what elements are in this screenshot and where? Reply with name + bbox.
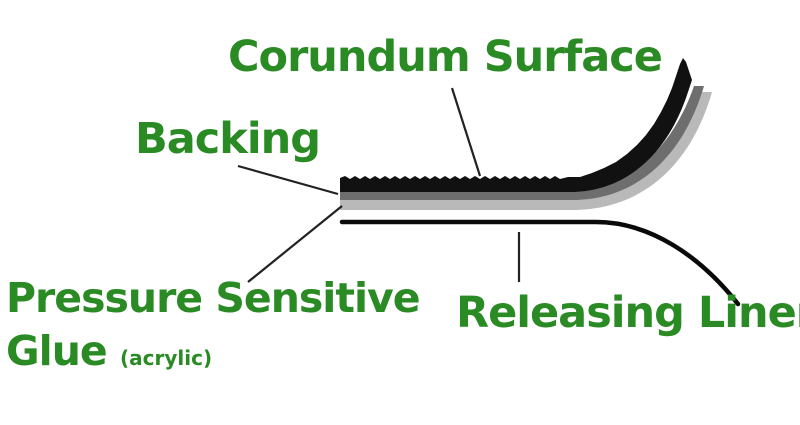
corundum-surface-layer — [340, 58, 692, 192]
backing-leader-line — [237, 164, 339, 196]
corundum-surface-label: Corundum Surface — [228, 32, 663, 82]
pressure-sensitive-label: Pressure Sensitive — [6, 274, 421, 322]
releasing-liner-layer — [339, 219, 741, 307]
glue-label: Glue — [6, 327, 108, 375]
glue-acrylic-note: (acrylic) — [119, 346, 213, 370]
glue-leader-line — [247, 205, 343, 283]
backing-label: Backing — [135, 114, 321, 164]
corundum-leader-line — [450, 87, 482, 177]
glue-label-line: Glue (acrylic) — [6, 331, 212, 372]
releasing-liner-label: Releasing Liner — [456, 288, 800, 338]
